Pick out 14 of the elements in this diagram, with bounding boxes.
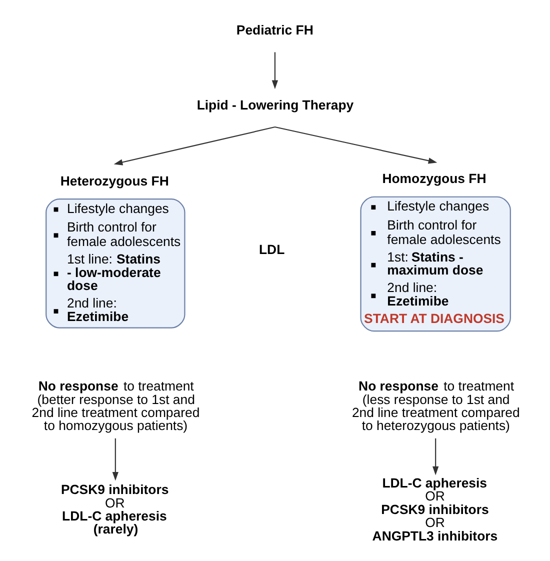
arrow xyxy=(271,52,278,90)
node-text: PCSK9 inhibitors OR LDL-C apheresis (rarely) xyxy=(60,482,168,537)
node-text: Lipid - Lowering Therapy xyxy=(196,98,354,113)
arrow xyxy=(112,438,118,481)
node-text: Pediatric FH xyxy=(236,22,313,38)
arrow xyxy=(432,438,438,476)
arrow xyxy=(113,126,275,166)
node-text: LDL-C apheresis OR PCSK9 inhibitors OR ANGPTL3 inhibitors xyxy=(372,475,498,544)
arrow xyxy=(274,126,437,164)
node-label: Homozygous FH xyxy=(382,171,486,186)
node-text: No response to treatment (less response to 1st and 2nd line treatment compared to heterozygous patients) xyxy=(351,378,520,434)
label: LDL xyxy=(258,242,284,258)
node-label: Heterozygous FH xyxy=(60,173,168,188)
node-text: No response to treatment (better response to 1st and 2nd line treatment compared to homozygous patients) xyxy=(31,378,200,434)
